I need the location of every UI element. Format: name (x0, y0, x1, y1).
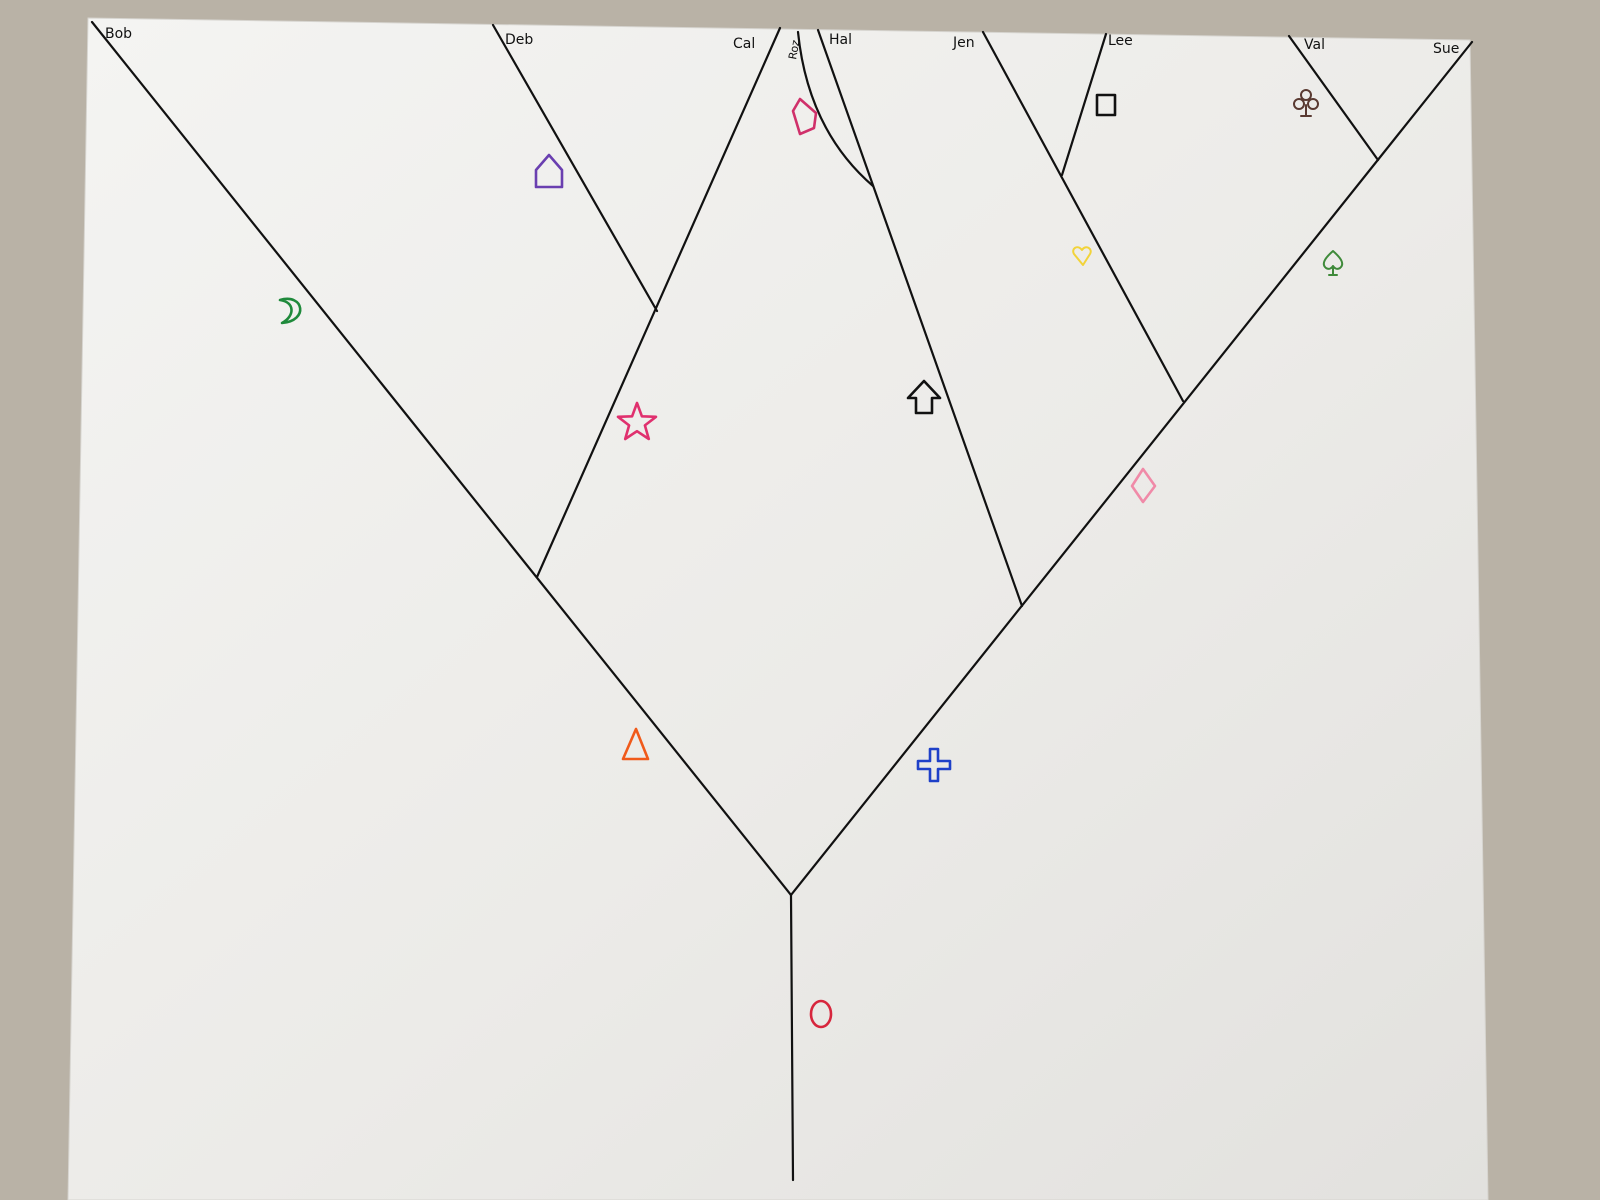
star-icon (616, 401, 658, 441)
taxon-label-hal: Hal (829, 32, 852, 48)
branch-lee (1060, 32, 1108, 177)
taxon-label-val: Val (1304, 37, 1325, 53)
club-icon (1293, 89, 1319, 117)
branch-deb (491, 23, 659, 313)
taxon-label-bob: Bob (105, 26, 132, 42)
pentagon-icon (791, 97, 818, 136)
arrow-up-icon (906, 379, 942, 415)
house-icon (534, 153, 564, 189)
trait-symbols (278, 89, 1344, 1029)
branch-cal (535, 26, 782, 579)
branch-bob (90, 20, 793, 897)
branch-sue (789, 40, 1474, 897)
branch-jen (981, 30, 1185, 403)
paper-sheet (67, 17, 1489, 1200)
taxon-labels: Bob Deb Cal Roz Hal Jen Lee Val Sue (105, 26, 1459, 61)
taxon-label-roz: Roz (786, 39, 802, 61)
taxon-label-lee: Lee (1108, 33, 1133, 49)
branch-roz-hal-clade (816, 28, 1024, 608)
cross-icon (916, 747, 952, 783)
taxon-label-sue: Sue (1433, 41, 1459, 57)
triangle-icon (621, 727, 650, 761)
diamond-icon (1130, 467, 1157, 504)
crescent-icon (278, 297, 302, 325)
branch-val (1287, 34, 1380, 162)
square-icon (1095, 93, 1117, 117)
circle-icon (809, 999, 833, 1029)
branch-roz (796, 30, 875, 188)
heart-icon (1072, 246, 1092, 266)
taxon-label-jen: Jen (952, 35, 975, 51)
spade-icon (1322, 250, 1344, 276)
trunk-line (789, 893, 795, 1182)
taxon-label-deb: Deb (505, 32, 533, 48)
tree-lines (90, 20, 1474, 1182)
taxon-label-cal: Cal (733, 36, 755, 52)
